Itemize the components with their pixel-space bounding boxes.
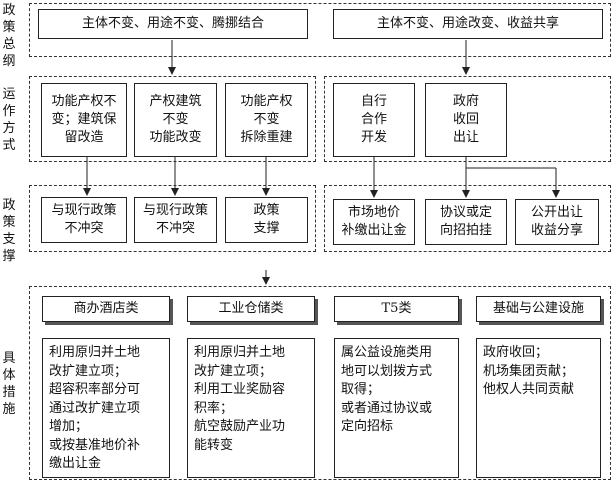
group-operation-right	[324, 76, 611, 162]
support6-line2: 收益分享	[530, 223, 583, 238]
m3-line1: 属公益设施类用	[341, 345, 433, 360]
support1-line2: 不冲突	[64, 221, 104, 236]
m1-line1: 利用原归并土地	[49, 345, 141, 360]
measure-industrial-panel: 利用原归并土地 改扩建立项； 利用工业奖励容 积率； 航空鼓励产业功 能转变	[187, 338, 315, 478]
m3-line3: 取得；	[341, 382, 381, 397]
m3-line5: 定向招标	[341, 419, 394, 434]
m3-line4: 或者通过协议或	[341, 400, 433, 416]
m1-line7: 缴出让金	[49, 456, 102, 471]
measure-commercial-panel: 利用原归并土地 改扩建立项； 超容积率部分可 通过改扩建立项 增加； 或按基准地…	[42, 338, 170, 478]
support4-line2: 补缴出让金	[341, 223, 407, 238]
category3-text: T5类	[381, 301, 412, 316]
row-label-policy-support: 政策支撑	[2, 198, 16, 264]
group-operation-left	[29, 76, 316, 162]
mode1-line3: 留改造	[64, 130, 104, 145]
support3-line2: 支撑	[253, 221, 280, 236]
support-agreement-box: 协议或定 向招拍挂	[425, 199, 507, 245]
m1-line3: 超容积率部分可	[49, 382, 141, 397]
m2-line3: 利用工业奖励容	[194, 382, 286, 397]
mode3-line3: 拆除重建	[240, 130, 293, 145]
m1-line5: 增加；	[49, 419, 89, 434]
mode5-line2: 收回	[452, 112, 479, 127]
row-label-operation-mode: 运作方式	[2, 87, 16, 153]
support5-line1: 协议或定	[439, 205, 492, 220]
mode-government-recover-box: 政府 收回 出让	[425, 83, 507, 157]
row-label-policy-general: 政策总纲	[2, 3, 16, 69]
general-left-box: 主体不变、用途不变、腾挪结合	[38, 9, 308, 39]
mode1-line1: 功能产权不	[51, 94, 117, 109]
support-policy-box: 政策 支撑	[225, 197, 308, 243]
m1-line2: 改扩建立项；	[49, 363, 128, 379]
mode3-line1: 功能产权	[240, 94, 293, 109]
group-general	[29, 3, 611, 57]
support-no-conflict-1-box: 与现行政策 不冲突	[41, 197, 127, 243]
mode4-line1: 自行	[360, 94, 387, 109]
support4-line1: 市场地价	[347, 205, 400, 220]
support6-line1: 公开出让	[530, 205, 583, 220]
mode-self-develop-box: 自行 合作 开发	[333, 83, 415, 157]
support-market-price-box: 市场地价 补缴出让金	[333, 199, 415, 245]
support1-line1: 与现行政策	[51, 203, 117, 218]
mode4-line3: 开发	[360, 130, 387, 145]
m3-line2: 地可以划拨方式	[341, 363, 433, 379]
m1-line6: 或按基准地价补	[49, 437, 141, 453]
measure-infrastructure-panel: 政府收回； 机场集团贡献； 他权人共同贡献	[476, 338, 601, 478]
category-infrastructure: 基础与公建设施	[476, 296, 601, 322]
m4-line1: 政府收回；	[483, 345, 549, 360]
mode2-line3: 功能改变	[149, 130, 202, 145]
mode5-line3: 出让	[452, 130, 479, 145]
support2-line2: 不冲突	[155, 221, 195, 236]
mode3-line2: 不变	[253, 112, 280, 127]
support5-line2: 向招拍挂	[439, 223, 492, 238]
m2-line1: 利用原归并土地	[194, 345, 286, 360]
m2-line5: 航空鼓励产业功	[194, 419, 286, 434]
category1-text: 商办酒店类	[73, 301, 139, 316]
support2-line1: 与现行政策	[142, 203, 208, 218]
general-right-text: 主体不变、用途改变、收益共享	[376, 16, 559, 31]
m1-line4: 通过改扩建立项	[49, 400, 141, 416]
mode2-line1: 产权建筑	[149, 94, 202, 109]
group-measures	[29, 286, 611, 480]
mode5-line1: 政府	[452, 94, 479, 109]
mode-function-property-unchanged-box: 功能产权不 变；建筑保 留改造	[41, 83, 127, 157]
mode-rebuild-box: 功能产权 不变 拆除重建	[225, 83, 308, 157]
general-left-text: 主体不变、用途不变、腾挪结合	[81, 16, 264, 31]
support-public-transfer-box: 公开出让 收益分享	[515, 199, 599, 245]
category-commercial-hotel: 商办酒店类	[42, 296, 170, 322]
m2-line4: 积率；	[194, 400, 234, 416]
row-label-specific-measures: 具体措施	[2, 351, 16, 417]
category-industrial-warehouse: 工业仓储类	[187, 296, 315, 322]
m2-line2: 改扩建立项；	[194, 363, 273, 379]
mode4-line2: 合作	[360, 112, 387, 127]
mode-function-change-box: 产权建筑 不变 功能改变	[134, 83, 217, 157]
category-t5: T5类	[334, 296, 459, 322]
mode1-line2: 变；建筑保	[51, 112, 117, 127]
category4-text: 基础与公建设施	[492, 301, 584, 316]
category2-text: 工业仓储类	[218, 301, 284, 316]
m4-line3: 他权人共同贡献	[483, 382, 575, 397]
group-support-left	[29, 185, 316, 252]
m4-line2: 机场集团贡献；	[483, 363, 575, 379]
m2-line6: 能转变	[194, 437, 234, 453]
general-right-box: 主体不变、用途改变、收益共享	[333, 9, 603, 39]
measure-t5-panel: 属公益设施类用 地可以划拨方式 取得； 或者通过协议或 定向招标	[334, 338, 459, 478]
support3-line1: 政策	[253, 203, 280, 218]
support-no-conflict-2-box: 与现行政策 不冲突	[134, 197, 217, 243]
mode2-line2: 不变	[162, 112, 189, 127]
group-support-right	[324, 185, 611, 252]
